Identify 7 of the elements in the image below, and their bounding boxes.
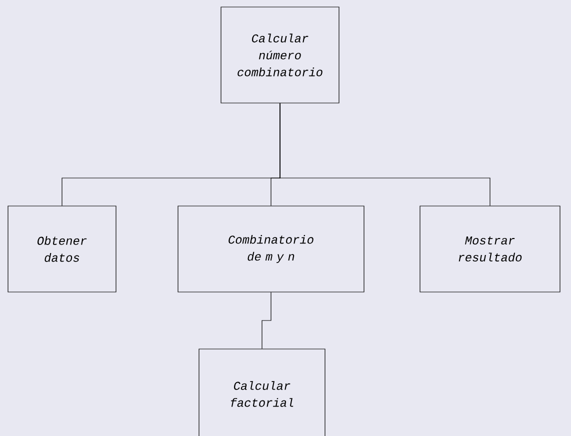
process-box: Obtener datos: [8, 206, 116, 292]
process-box: Calcular número combinatorio: [220, 6, 340, 104]
process-box: Calcular factorial: [198, 348, 326, 436]
connector-line: [262, 292, 272, 349]
connector-line: [280, 103, 490, 206]
process-box: Mostrar resultado: [420, 206, 560, 292]
process-box: Combinatorio de m y n: [178, 206, 364, 292]
